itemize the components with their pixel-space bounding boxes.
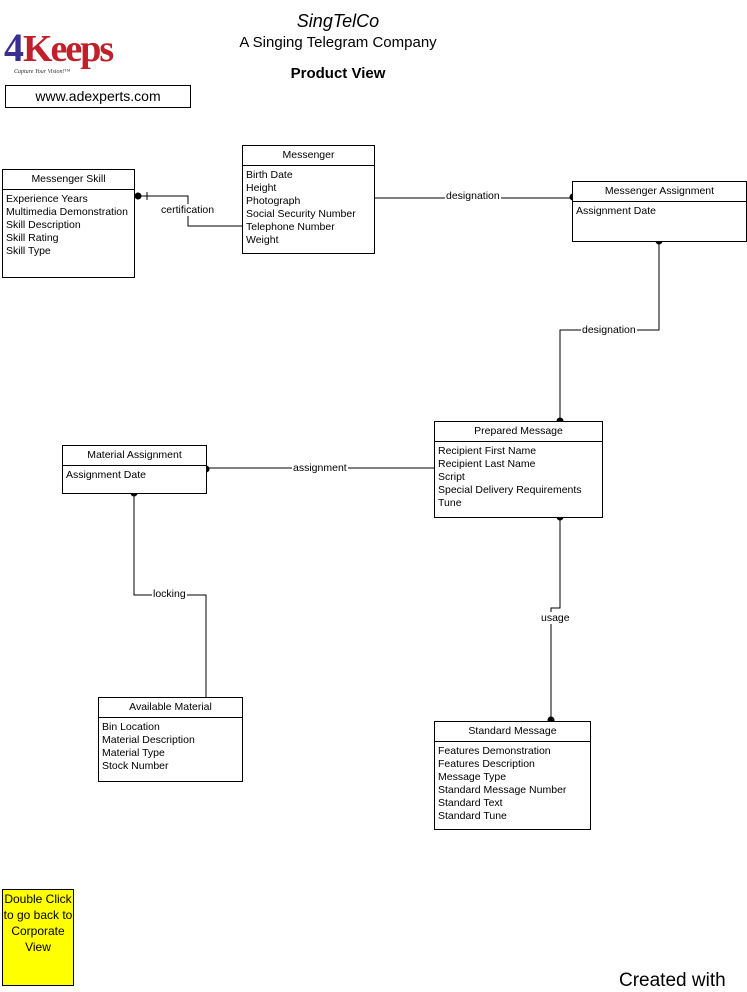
attribute: Height: [246, 181, 277, 194]
entity-name: Material Assignment: [63, 446, 206, 466]
attribute-list: Experience Years Multimedia Demonstratio…: [3, 190, 134, 258]
attribute: Standard Tune: [438, 809, 507, 822]
company-tagline: A Singing Telegram Company: [239, 34, 437, 51]
attribute-list: Recipient First Name Recipient Last Name…: [435, 442, 602, 510]
attribute: Material Type: [102, 746, 165, 759]
entity-name: Messenger Assignment: [573, 182, 746, 202]
attribute: Skill Rating: [6, 231, 59, 244]
entity-prepared-message[interactable]: Prepared Message Recipient First Name Re…: [434, 421, 603, 518]
attribute-list: Bin Location Material Description Materi…: [99, 718, 242, 773]
logo-number: 4: [4, 25, 24, 70]
attribute: Photograph: [246, 194, 301, 207]
attribute: Social Security Number: [246, 207, 356, 220]
entity-name: Prepared Message: [435, 422, 602, 442]
attribute: Birth Date: [246, 169, 293, 181]
entity-name: Messenger Skill: [3, 170, 134, 190]
footer-credit: Created with: [619, 970, 726, 991]
attribute: Skill Type: [6, 244, 51, 257]
attribute: Skill Description: [6, 218, 81, 231]
attribute: Telephone Number: [246, 220, 335, 233]
attribute-list: Birth Date Height Photograph Social Secu…: [243, 166, 374, 246]
attribute: Stock Number: [102, 759, 169, 772]
attribute: Multimedia Demonstration: [6, 205, 128, 218]
usage-line: [550, 517, 561, 720]
locking-label: locking: [152, 588, 187, 600]
attribute: Features Demonstration: [438, 745, 551, 757]
entity-material-assignment[interactable]: Material Assignment Assignment Date: [62, 445, 207, 494]
entity-available-material[interactable]: Available Material Bin Location Material…: [98, 697, 243, 782]
company-name: SingTelCo: [296, 11, 380, 31]
entity-name: Available Material: [99, 698, 242, 718]
back-to-corporate-view-button[interactable]: Double Click to go back to Corporate Vie…: [2, 889, 74, 986]
attribute: Bin Location: [102, 721, 160, 733]
attribute: Experience Years: [6, 193, 88, 205]
designation-label-2: designation: [581, 324, 637, 336]
4keeps-logo: 4 Keeps Capture Your Vision!™: [4, 24, 134, 80]
attribute-list: Assignment Date: [573, 202, 746, 218]
entity-messenger[interactable]: Messenger Birth Date Height Photograph S…: [242, 145, 375, 254]
attribute: Script: [438, 470, 465, 483]
attribute: Assignment Date: [576, 205, 656, 217]
entity-name: Standard Message: [435, 722, 590, 742]
certification-end-dot: [134, 192, 142, 200]
certification-label: certification: [160, 204, 216, 216]
attribute: Message Type: [438, 770, 507, 783]
entity-standard-message[interactable]: Standard Message Features Demonstration …: [434, 721, 591, 830]
website-url[interactable]: www.adexperts.com: [5, 85, 191, 108]
attribute: Recipient First Name: [438, 445, 537, 457]
assignment-label: assignment: [292, 462, 348, 474]
designation-label-1: designation: [445, 190, 501, 202]
attribute: Assignment Date: [66, 469, 146, 481]
attribute: Material Description: [102, 733, 195, 746]
attribute: Tune: [438, 496, 462, 509]
attribute: Weight: [246, 233, 279, 246]
logo-wordmark: Keeps: [23, 28, 114, 70]
attribute: Recipient Last Name: [438, 457, 536, 470]
logo-slogan: Capture Your Vision!™: [14, 69, 71, 75]
attribute: Features Description: [438, 757, 535, 770]
attribute: Special Delivery Requirements: [438, 483, 582, 496]
entity-messenger-assignment[interactable]: Messenger Assignment Assignment Date: [572, 181, 747, 242]
attribute: Standard Text: [438, 796, 503, 809]
attribute-list: Features Demonstration Features Descript…: [435, 742, 590, 822]
attribute: Standard Message Number: [438, 783, 567, 796]
view-title: Product View: [290, 65, 386, 82]
usage-label: usage: [540, 612, 571, 624]
entity-messenger-skill[interactable]: Messenger Skill Experience Years Multime…: [2, 169, 135, 278]
attribute-list: Assignment Date: [63, 466, 206, 482]
entity-name: Messenger: [243, 146, 374, 166]
